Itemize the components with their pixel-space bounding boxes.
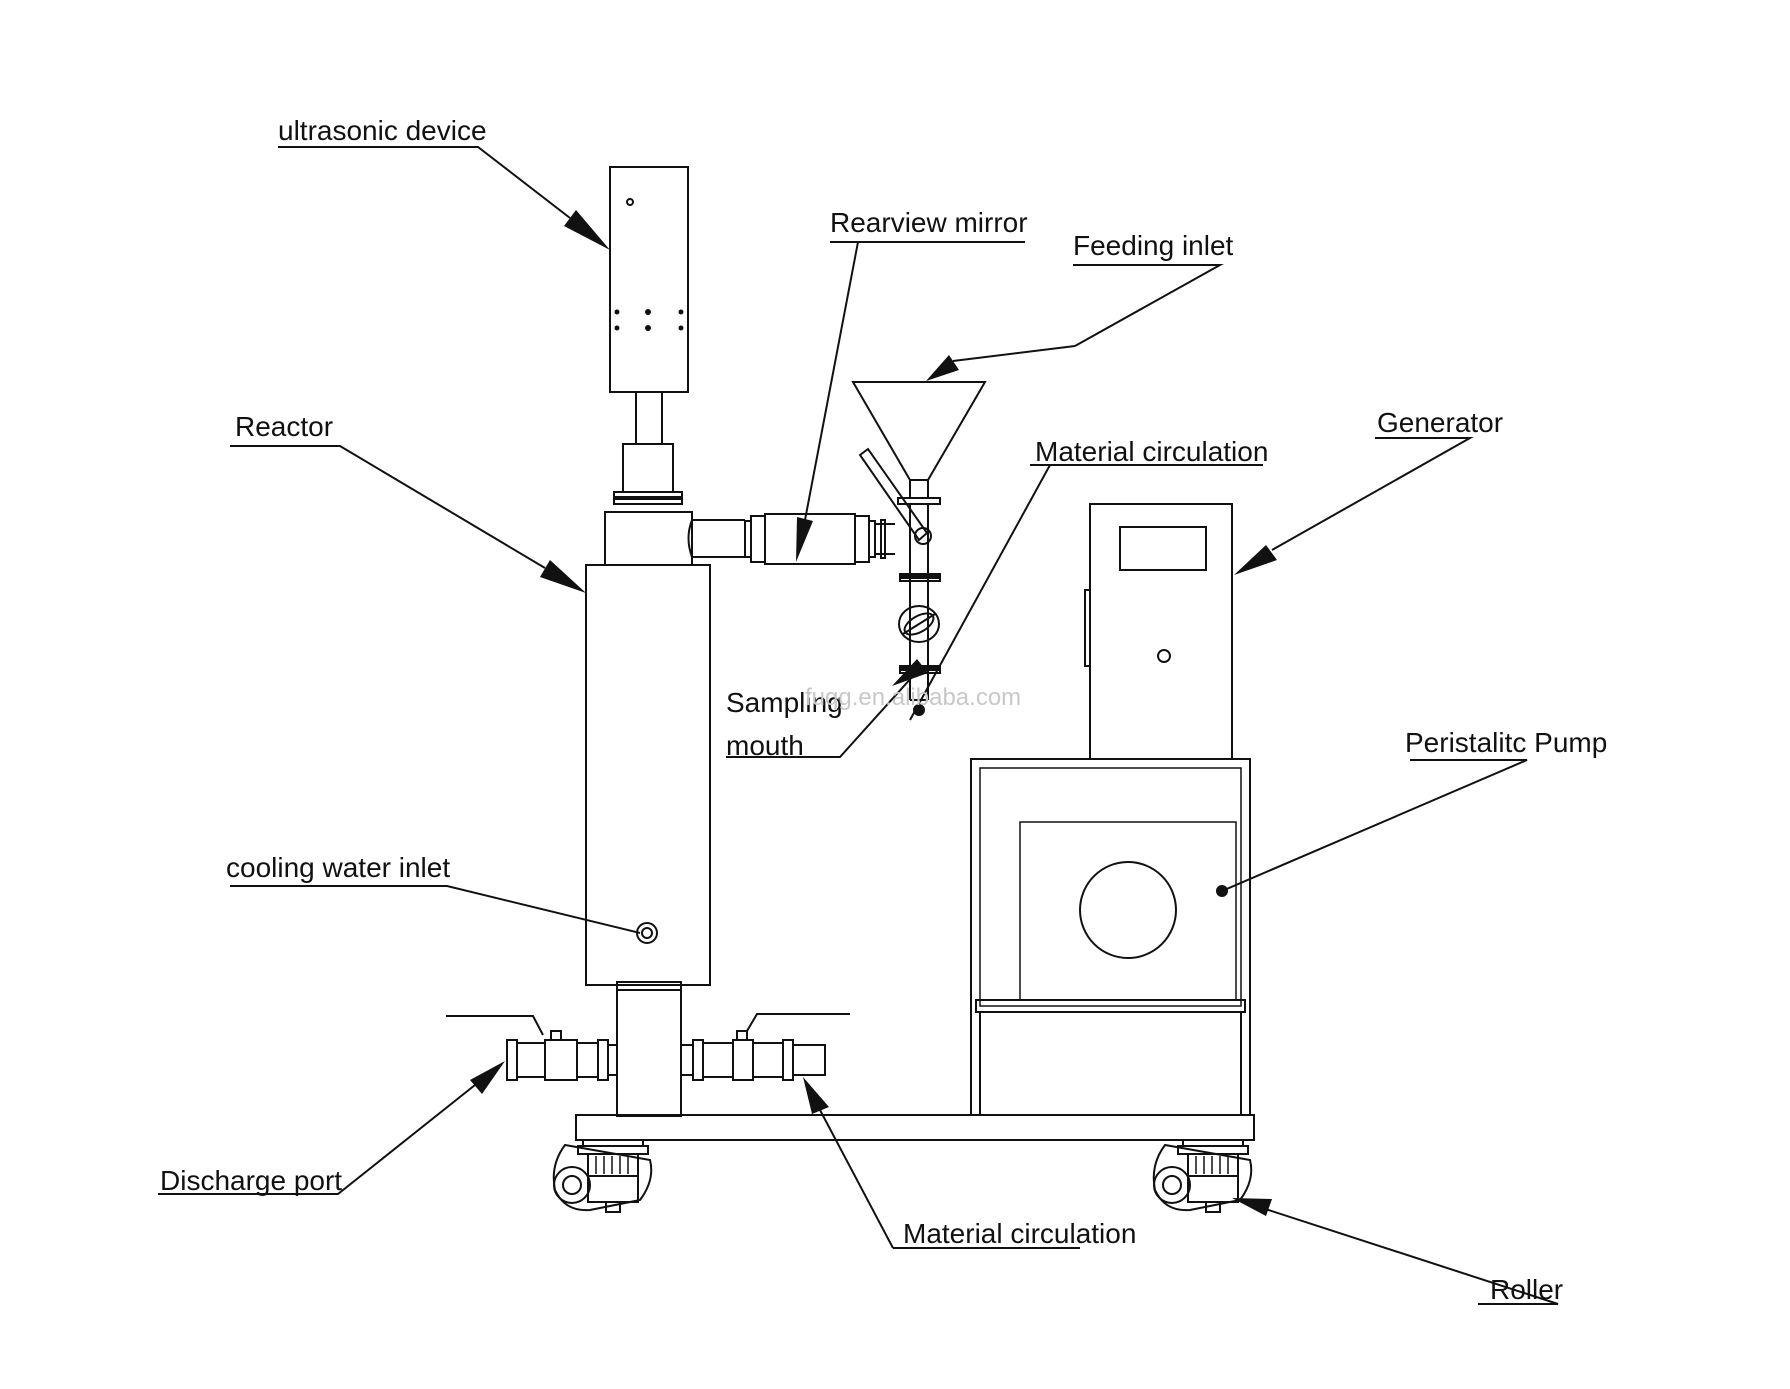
label-peristaltic-pump: Peristalitc Pump [1405,727,1607,758]
label-roller: Roller [1490,1274,1563,1305]
labels: ultrasonic device Rearview mirror Feedin… [160,115,1607,1305]
peristaltic-pump [970,758,1251,1116]
label-sampling-line1: Sampling [726,687,843,718]
leader-lines [158,146,1559,1305]
label-generator: Generator [1377,407,1503,438]
roller-right [1152,1139,1253,1213]
base-frame [575,1114,1255,1141]
label-discharge-port: Discharge port [160,1165,342,1196]
label-material-circulation-bottom: Material circulation [903,1218,1136,1249]
label-ultrasonic-device: ultrasonic device [278,115,487,146]
label-material-circulation-top: Material circulation [1035,436,1268,467]
watermark: fuqg.en.alibaba.com [805,684,1021,711]
generator [1084,503,1233,760]
roller-left [552,1139,653,1213]
circulation-pipe [681,1013,850,1081]
discharge-pipe [446,1015,617,1081]
label-rearview-mirror: Rearview mirror [830,207,1028,238]
label-reactor: Reactor [235,411,333,442]
label-feeding-inlet: Feeding inlet [1073,230,1234,261]
ultrasonic-device [609,166,689,505]
cross-pipe [687,513,895,565]
label-sampling-line2: mouth [726,730,804,761]
reactor [585,511,711,1117]
label-cooling-water-inlet: cooling water inlet [226,852,450,883]
